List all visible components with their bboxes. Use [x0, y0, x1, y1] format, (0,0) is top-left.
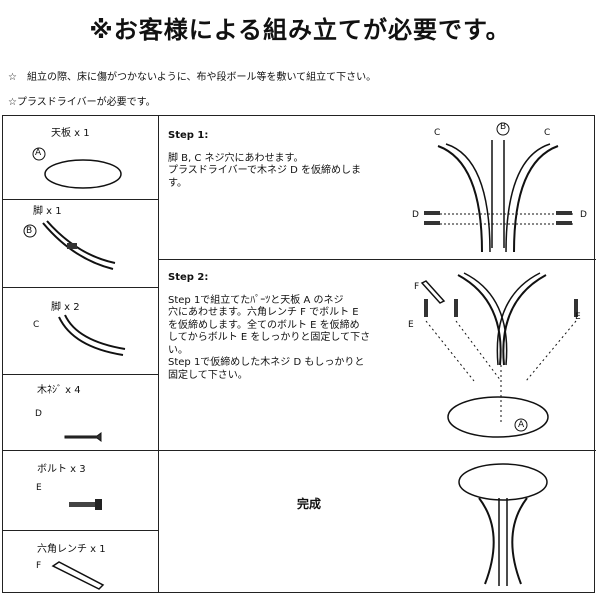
step2-label-e-right: E [575, 312, 581, 322]
wood-screw-part-illustration [64, 432, 102, 442]
step1-instructions: Step 1: 脚 B, C ネジ穴にあわせます。 プラスドライバーで木ネジ D… [168, 130, 388, 190]
part-d-label: 木ﾈｼﾞ x 4 [37, 385, 81, 396]
part-a-label: 天板 x 1 [51, 128, 90, 139]
leg-b-part-illustration [23, 220, 116, 270]
step2-text: Step 1で組立てたﾊﾟｰﾂと天板 A のネジ 穴にあわせます。六角レンチ F… [168, 294, 371, 381]
page-title: ※お客様による組み立てが必要です。 [89, 16, 511, 44]
part-f-letter: F [36, 561, 42, 571]
bolt-part-illustration [69, 499, 102, 510]
part-c-letter: C [33, 320, 40, 330]
step1-label-c-left: C [434, 128, 441, 138]
completed-label: 完成 [297, 497, 322, 511]
hex-wrench-part-illustration [51, 561, 105, 590]
step2-label-f: F [414, 282, 420, 292]
step2-label-e-left: E [408, 320, 414, 330]
step1-diagram [424, 122, 573, 253]
part-e-label: ボルト x 3 [37, 464, 86, 475]
note-screwdriver: ☆プラスドライバーが必要です。 [8, 97, 156, 108]
part-d-letter: D [35, 409, 42, 419]
step1-label-c-right: C [544, 128, 551, 138]
tabletop-part-illustration [32, 147, 122, 189]
note-floor-protection: ☆ 組立の際、床に傷がつかないように、布や段ボール等を敷いて組立て下さい。 [8, 72, 377, 83]
instructions-table: 天板 x 1 A 脚 x 1 B 脚 x 2 C 木ﾈｼﾞ x 4 D ボルト … [2, 115, 596, 593]
step1-text: 脚 B, C ネジ穴にあわせます。 プラスドライバーで木ネジ D を仮締めしま … [168, 152, 362, 189]
part-b-label: 脚 x 1 [33, 206, 62, 217]
step2-diagram [420, 272, 578, 438]
step2-heading: Step 2: [168, 272, 209, 283]
step1-label-d-left: D [412, 210, 419, 220]
part-a-letter: A [35, 148, 42, 158]
completed-table-illustration [458, 463, 548, 586]
step2-instructions: Step 2: Step 1で組立てたﾊﾟｰﾂと天板 A のネジ 穴にあわせます… [168, 272, 390, 382]
part-c-label: 脚 x 2 [51, 302, 80, 313]
step1-label-b: B [500, 122, 507, 132]
step2-label-a: A [518, 420, 525, 430]
part-b-letter: B [26, 226, 33, 236]
part-e-letter: E [36, 483, 42, 493]
step1-heading: Step 1: [168, 130, 209, 141]
part-f-label: 六角レンチ x 1 [37, 544, 106, 555]
leg-c-part-illustration [58, 314, 126, 356]
step1-label-d-right: D [580, 210, 587, 220]
